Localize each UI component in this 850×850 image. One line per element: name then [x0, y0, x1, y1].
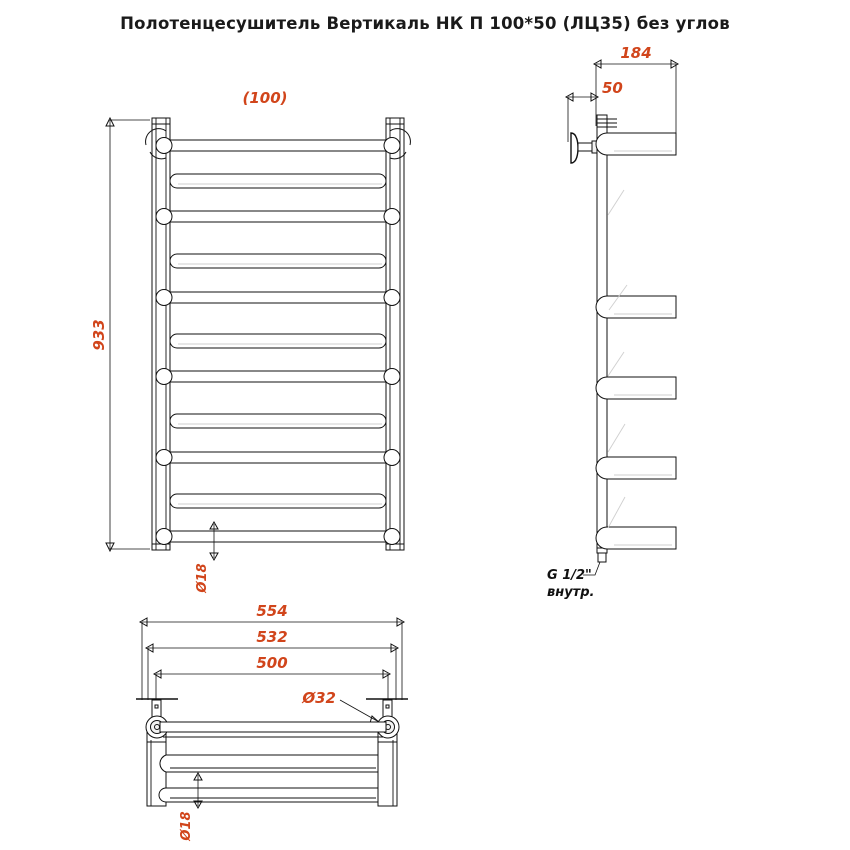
front-right-post — [385, 117, 405, 551]
top-shelf-rung — [159, 754, 379, 773]
side-thread-label-line2: внутр. — [547, 585, 594, 600]
front-thin-rung — [155, 137, 401, 154]
top-thin-rung — [159, 721, 387, 738]
front-thin-rung — [155, 289, 401, 306]
side-shelf-rung — [595, 376, 677, 400]
front-shelf-rung — [169, 333, 387, 349]
top-tube-diameter-dimension: Ø18 — [179, 771, 203, 842]
front-thin-rung — [155, 449, 401, 466]
side-hidden-edges — [607, 189, 628, 529]
side-thread-label-line1: G 1/2" — [547, 568, 592, 583]
side-shelf-rung — [595, 526, 677, 550]
side-offset-dimension: 50 — [564, 79, 623, 142]
top-overall-label: 554 — [256, 602, 287, 620]
front-view: (100) 933 — [90, 89, 411, 594]
top-rungs — [158, 721, 387, 803]
front-tube-diameter-dimension: Ø18 — [195, 520, 219, 594]
front-top-corner-arcs — [145, 128, 411, 160]
front-left-post — [151, 117, 171, 551]
front-tube-label: Ø18 — [195, 563, 210, 593]
top-mid-dimension: 532 — [144, 628, 400, 700]
side-view: 184 50 — [547, 44, 680, 600]
side-shelf-rung — [595, 295, 677, 319]
top-collar-callout: Ø32 — [301, 689, 383, 725]
front-height-label: 933 — [90, 319, 108, 350]
front-height-dimension: 933 — [90, 116, 150, 553]
side-shelf-rung — [595, 132, 677, 156]
front-thin-rungs — [155, 137, 401, 545]
front-shelf-rung — [169, 493, 387, 509]
side-shelf-rungs — [595, 132, 677, 550]
side-wall-mount-bracket — [570, 132, 600, 164]
front-thin-rung — [155, 208, 401, 225]
front-shelf-rung — [169, 413, 387, 429]
top-overall-dimension: 554 — [138, 602, 406, 700]
top-shelf-rung — [158, 787, 379, 803]
top-tube-label: Ø18 — [179, 811, 194, 841]
top-collar-label: Ø32 — [301, 689, 336, 707]
front-thin-rung — [155, 528, 401, 545]
front-thin-rung — [155, 368, 401, 385]
top-mid-label: 532 — [256, 628, 287, 646]
top-view: 554 532 500 — [136, 602, 408, 842]
side-depth-label: 184 — [620, 44, 651, 62]
front-shelf-rung — [169, 173, 387, 189]
side-thread-callout: G 1/2" внутр. — [547, 561, 601, 600]
page-title: Полотенцесушитель Вертикаль НК П 100*50 … — [120, 14, 730, 33]
front-shelf-rung — [169, 253, 387, 269]
side-shelf-rung — [595, 456, 677, 480]
front-shelf-rungs — [169, 173, 387, 509]
top-inner-label: 500 — [256, 654, 287, 672]
front-width-label: (100) — [242, 89, 287, 107]
side-offset-label: 50 — [602, 79, 623, 97]
top-inner-dimension: 500 — [152, 654, 392, 726]
side-depth-dimension: 184 — [592, 44, 680, 140]
side-main-post — [596, 114, 617, 563]
